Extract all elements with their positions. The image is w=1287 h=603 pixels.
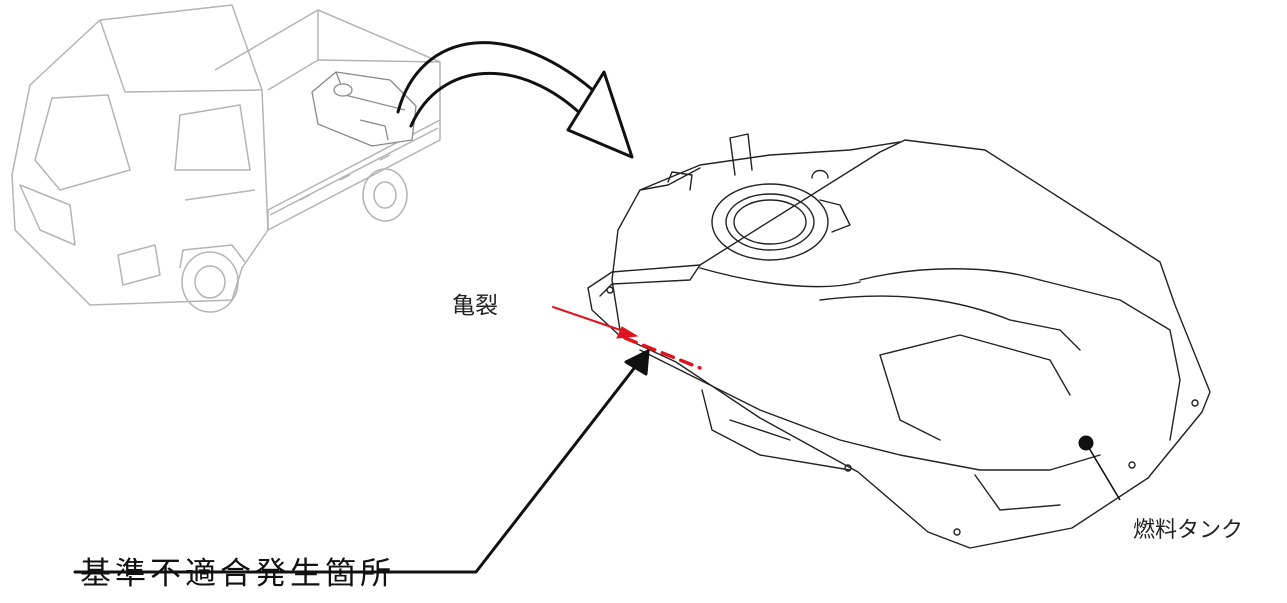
location-leader [73, 349, 650, 574]
location-arrowhead-icon [624, 349, 650, 376]
fuel-tank-label: 燃料タンク [1133, 518, 1244, 543]
tank-callout [1078, 435, 1121, 501]
nonconformity-location-label: 基準不適合発生箇所 [80, 556, 395, 592]
crack-pointer-line [552, 306, 633, 335]
crack-marker [552, 306, 702, 370]
small-tank-drawing [311, 71, 417, 147]
crack-dashed-line [623, 336, 702, 370]
fuel-tank-drawing [587, 133, 1211, 549]
curved-arrow-icon [396, 41, 634, 159]
crack-label: 亀裂 [452, 293, 498, 319]
truck-drawing [11, 4, 441, 313]
